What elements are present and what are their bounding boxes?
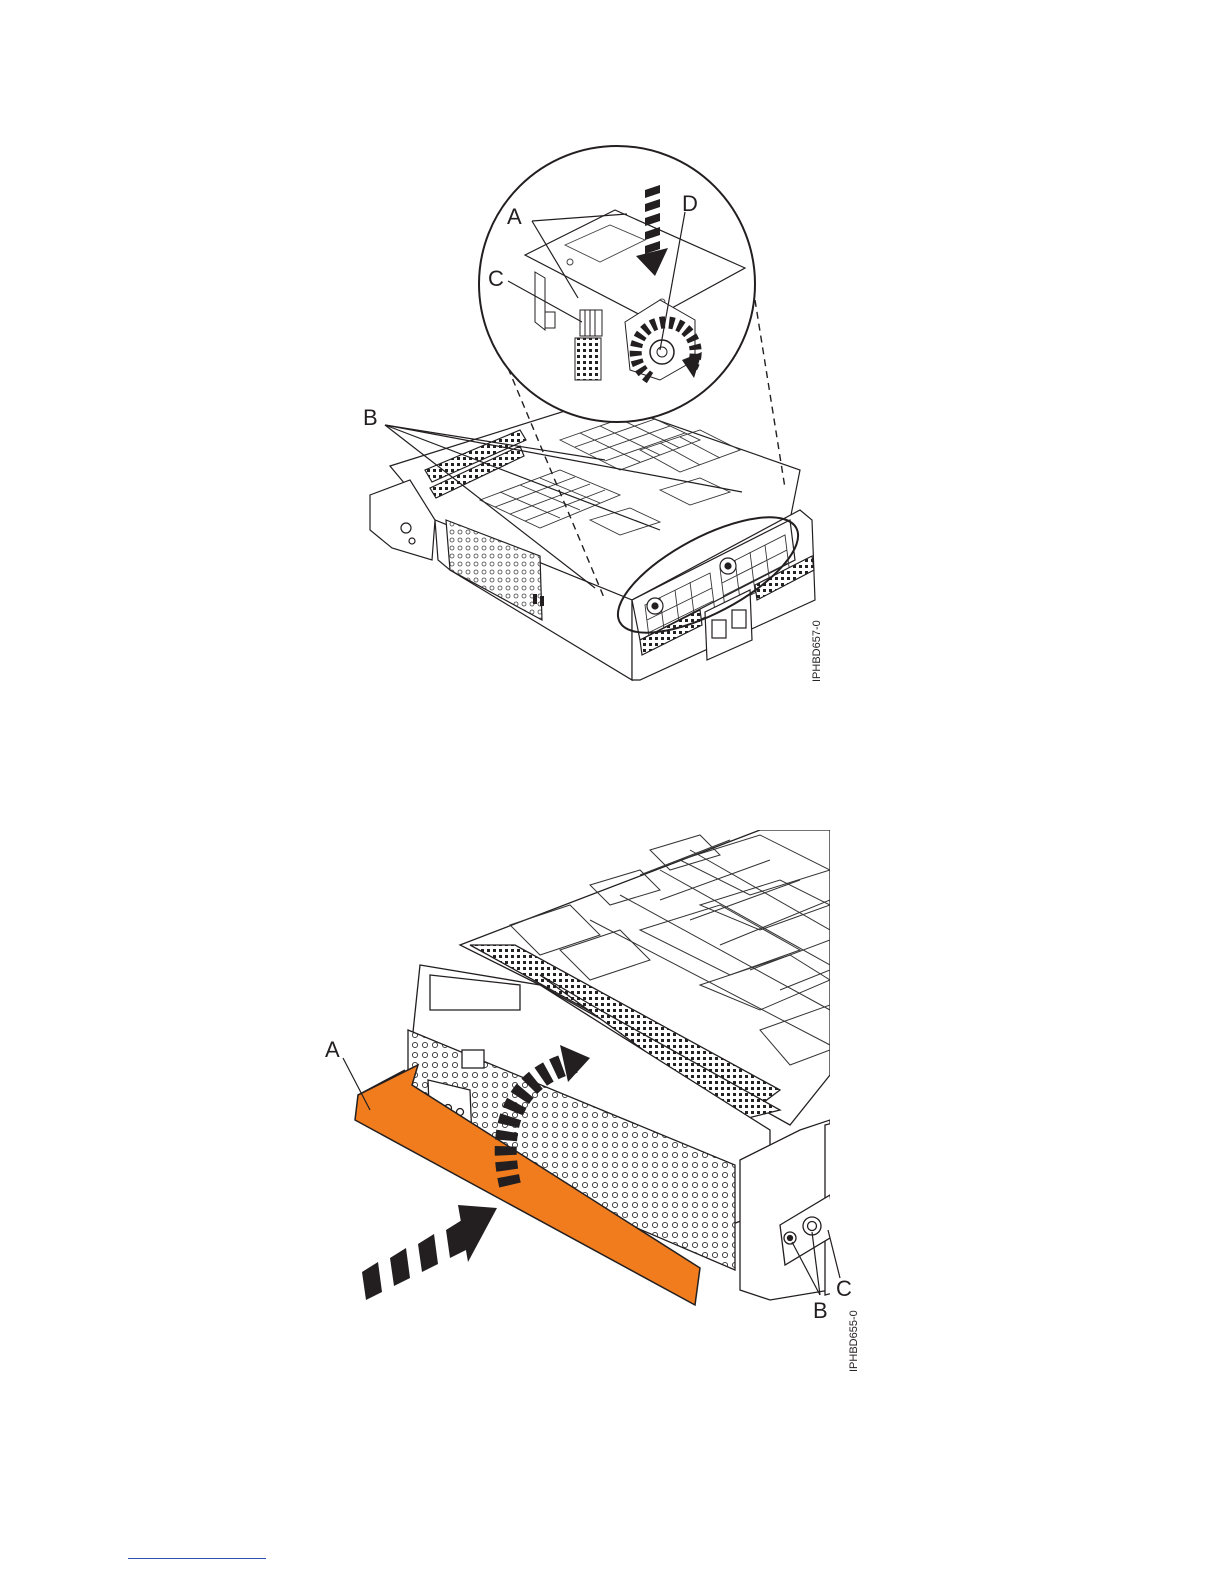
fig2-callout-c-label: C bbox=[836, 1276, 852, 1301]
figure-2-illustration bbox=[343, 830, 845, 1305]
fig2-callout-a-label: A bbox=[325, 1037, 340, 1062]
push-arrow bbox=[362, 1205, 497, 1300]
figure-id-label: IPHBD657-0 bbox=[811, 620, 823, 682]
fig2-figure-id-label: IPHBD655-0 bbox=[848, 1310, 860, 1372]
callout-b-label: B bbox=[363, 405, 378, 430]
footer-rule bbox=[128, 1558, 266, 1559]
callout-d-label: D bbox=[682, 191, 698, 216]
callout-a-label: A bbox=[507, 204, 522, 229]
controller-chassis bbox=[370, 400, 815, 680]
fig2-callout-b-label: B bbox=[813, 1298, 828, 1323]
magnified-detail bbox=[479, 146, 755, 422]
callout-c-label: C bbox=[488, 266, 504, 291]
